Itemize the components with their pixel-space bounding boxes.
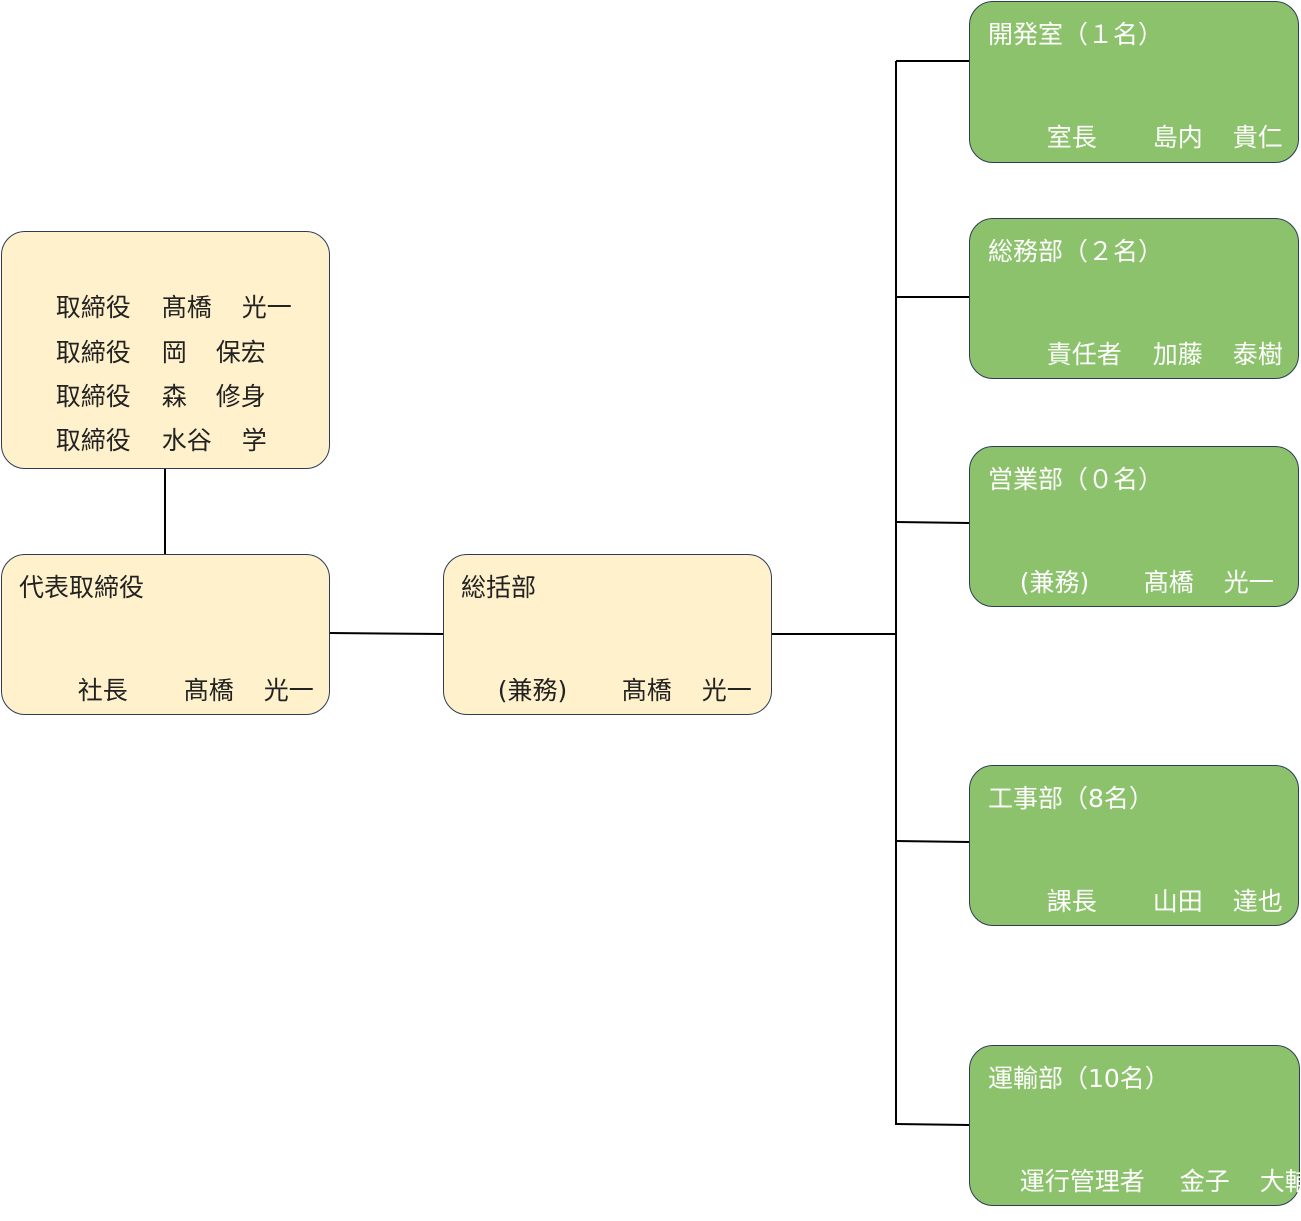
department-role: 運行管理者 xyxy=(1019,1167,1145,1196)
director-given-name: 修身 xyxy=(215,382,266,411)
director-family-name: 岡 xyxy=(161,338,187,367)
director-row: 取締役 岡保宏 xyxy=(24,315,266,390)
connector-branch-construction xyxy=(895,840,970,843)
department-given-name: 光一 xyxy=(1223,568,1274,597)
director-family-name: 水谷 xyxy=(161,426,212,455)
director-family-name: 髙橋 xyxy=(161,293,212,322)
general-dept-given-name: 光一 xyxy=(701,676,752,705)
general-dept-title: 総括部 xyxy=(461,573,537,602)
department-title: 総務部（２名） xyxy=(988,237,1164,266)
department-role-row: 室長 島内貴仁 xyxy=(1015,100,1283,175)
department-box-construction: 工事部（8名） 課長 山田達也 xyxy=(969,765,1299,926)
board-of-directors-box: 取締役髙橋光一 取締役岡保宏 取締役森修身 取締役水谷学 xyxy=(1,231,330,469)
director-title: 取締役 xyxy=(55,293,131,322)
department-box-transport: 運輸部（10名） 運行管理者 金子大輔 xyxy=(969,1045,1301,1206)
department-box-development: 開発室（１名） 室長 島内貴仁 xyxy=(969,1,1299,163)
connector-president-general xyxy=(329,632,444,635)
department-role: (兼務) xyxy=(1019,568,1090,597)
department-title: 工事部（8名） xyxy=(988,784,1154,813)
connector-branch-transport xyxy=(895,1123,970,1126)
department-title: 運輸部（10名） xyxy=(988,1064,1170,1093)
connector-branch-sales xyxy=(895,521,970,524)
director-row: 取締役 水谷学 xyxy=(24,403,267,478)
department-role: 責任者 xyxy=(1046,340,1122,369)
department-given-name: 大輔 xyxy=(1259,1167,1301,1196)
department-role-row: (兼務) 髙橋光一 xyxy=(988,545,1274,620)
department-box-sales: 営業部（０名） (兼務) 髙橋光一 xyxy=(969,446,1299,607)
president-given-name: 光一 xyxy=(263,676,314,705)
director-given-name: 光一 xyxy=(241,293,292,322)
director-title: 取締役 xyxy=(55,426,131,455)
department-role-row: 課長 山田達也 xyxy=(1015,864,1283,939)
department-family-name: 山田 xyxy=(1152,887,1203,916)
president-title: 代表取締役 xyxy=(19,573,145,602)
department-title: 営業部（０名） xyxy=(988,465,1164,494)
director-given-name: 保宏 xyxy=(215,338,266,367)
department-family-name: 金子 xyxy=(1179,1167,1230,1196)
department-role-row: 運行管理者 金子大輔 xyxy=(988,1144,1301,1219)
general-dept-box: 総括部 (兼務) 髙橋光一 xyxy=(443,554,772,715)
department-role-row: 責任者 加藤泰樹 xyxy=(1015,317,1283,392)
general-dept-role-row: (兼務) 髙橋光一 xyxy=(466,653,752,728)
department-family-name: 髙橋 xyxy=(1143,568,1194,597)
department-family-name: 島内 xyxy=(1152,123,1203,152)
department-role: 室長 xyxy=(1046,123,1097,152)
director-row: 取締役 髙橋光一 xyxy=(24,270,292,345)
president-family-name: 髙橋 xyxy=(183,676,234,705)
director-given-name: 学 xyxy=(241,426,267,455)
president-role-row: 社長 髙橋光一 xyxy=(46,653,314,728)
president-role: 社長 xyxy=(77,676,128,705)
department-given-name: 達也 xyxy=(1232,887,1283,916)
department-family-name: 加藤 xyxy=(1152,340,1203,369)
director-row: 取締役 森修身 xyxy=(24,359,266,434)
director-family-name: 森 xyxy=(161,382,187,411)
department-given-name: 貴仁 xyxy=(1232,123,1283,152)
department-role: 課長 xyxy=(1046,887,1097,916)
director-title: 取締役 xyxy=(55,382,131,411)
president-box: 代表取締役 社長 髙橋光一 xyxy=(1,554,330,715)
general-dept-family-name: 髙橋 xyxy=(621,676,672,705)
department-given-name: 泰樹 xyxy=(1232,340,1283,369)
general-dept-role: (兼務) xyxy=(497,676,568,705)
director-title: 取締役 xyxy=(55,338,131,367)
department-box-admin: 総務部（２名） 責任者 加藤泰樹 xyxy=(969,218,1299,379)
department-title: 開発室（１名） xyxy=(988,20,1164,49)
